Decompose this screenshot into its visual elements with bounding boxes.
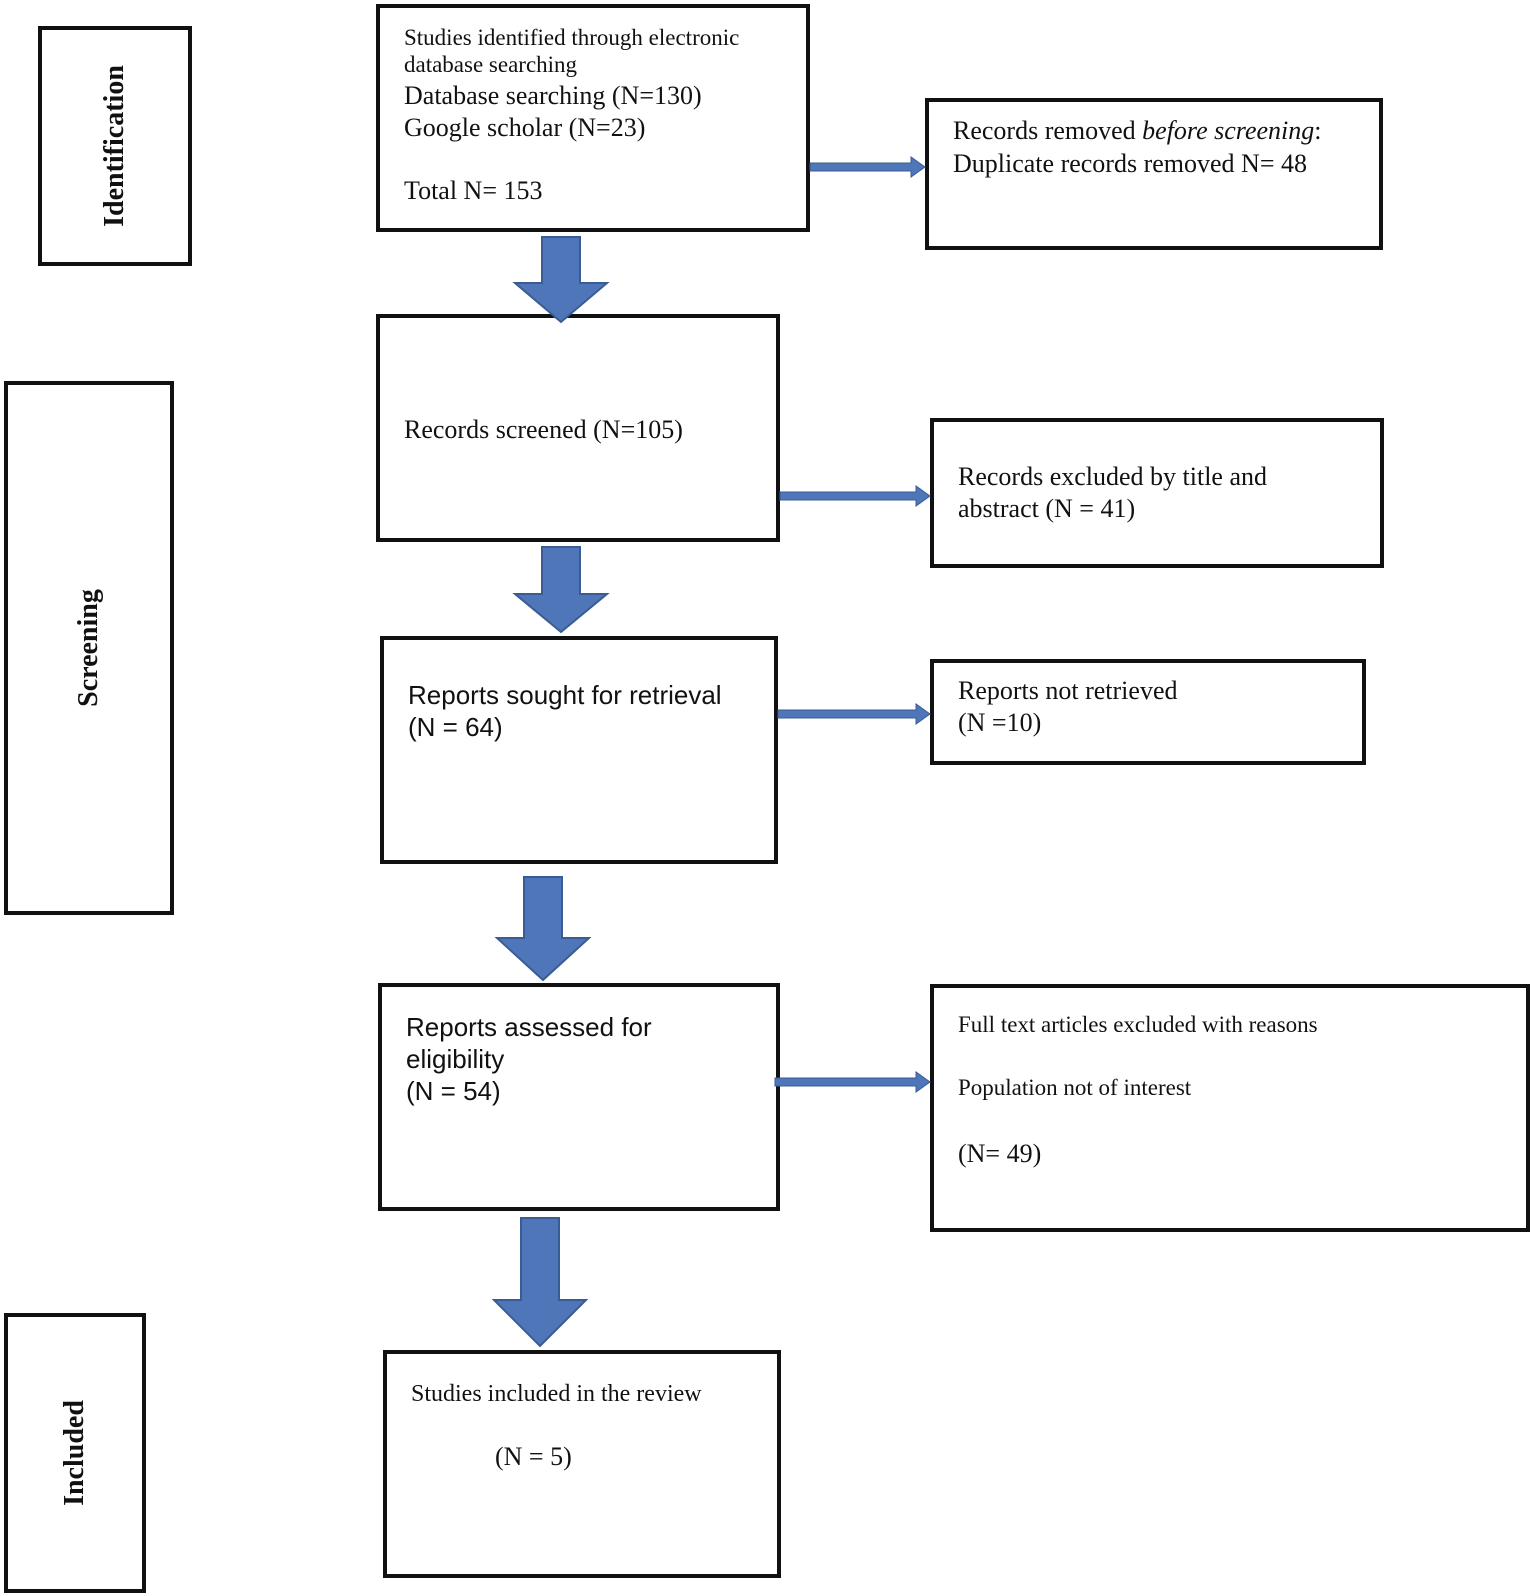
stage-identification-label: Identification (99, 65, 130, 227)
records-screened-box: Records screened (N=105) (376, 314, 780, 542)
records-removed-box: Records removed before screening: Duplic… (925, 98, 1383, 250)
reports-not-retrieved-line-2: (N =10) (958, 708, 1042, 737)
right-arrow-to-records-excluded (779, 485, 931, 507)
fulltext-excluded-line-1: Full text articles excluded with reasons (958, 1012, 1318, 1037)
reports-assessed-line-1: Reports assessed for (406, 1012, 652, 1042)
identified-line-5: Total N= 153 (404, 176, 543, 205)
right-arrow-to-records-removed (809, 156, 926, 178)
stage-identification-box: Identification (38, 26, 192, 266)
down-arrow-assessed-to-included (491, 1217, 589, 1348)
fulltext-excluded-line-2: Population not of interest (958, 1075, 1192, 1100)
reports-sought-box: Reports sought for retrieval (N = 64) (380, 636, 778, 864)
records-removed-line-1: Records removed before screening: (953, 116, 1321, 146)
reports-sought-line-1: Reports sought for retrieval (408, 680, 722, 710)
records-removed-suffix: : (1314, 116, 1322, 145)
stage-screening-box: Screening (4, 381, 174, 915)
identified-line-4: Google scholar (N=23) (404, 113, 646, 142)
studies-included-box: Studies included in the review (N = 5) (383, 1350, 781, 1578)
reports-not-retrieved-box: Reports not retrieved (N =10) (930, 659, 1366, 765)
records-removed-line-2: Duplicate records removed N= 48 (953, 149, 1307, 178)
studies-included-line-2: (N = 5) (495, 1442, 572, 1471)
records-excluded-line-2: abstract (N = 41) (958, 494, 1136, 523)
right-arrow-to-fulltext-excluded (774, 1071, 931, 1093)
identified-line-2: database searching (404, 52, 578, 77)
stage-screening-label: Screening (73, 589, 104, 707)
records-removed-emphasis: before screening (1142, 116, 1315, 145)
records-excluded-line-1: Records excluded by title and (958, 462, 1268, 491)
reports-not-retrieved-line-1: Reports not retrieved (958, 676, 1178, 705)
reports-assessed-line-3: (N = 54) (406, 1076, 501, 1106)
stage-included-label: Included (59, 1400, 90, 1506)
fulltext-excluded-line-3: (N= 49) (958, 1139, 1042, 1168)
records-removed-prefix: Records removed (953, 116, 1143, 145)
fulltext-excluded-box: Full text articles excluded with reasons… (930, 984, 1530, 1232)
reports-assessed-line-2: eligibility (406, 1044, 505, 1074)
down-arrow-identified-to-screened (512, 236, 610, 324)
studies-included-line-1: Studies included in the review (411, 1381, 702, 1407)
stage-included-box: Included (4, 1313, 146, 1593)
reports-sought-line-2: (N = 64) (408, 712, 503, 742)
down-arrow-screened-to-sought (512, 546, 610, 634)
reports-assessed-box: Reports assessed for eligibility (N = 54… (378, 983, 780, 1211)
records-excluded-box: Records excluded by title and abstract (… (930, 418, 1384, 568)
down-arrow-sought-to-assessed (494, 876, 592, 982)
right-arrow-to-not-retrieved (777, 703, 931, 725)
identified-line-3: Database searching (N=130) (404, 81, 702, 110)
identified-box: Studies identified through electronic da… (376, 4, 810, 232)
identified-line-1: Studies identified through electronic (404, 25, 740, 50)
records-screened-line-1: Records screened (N=105) (404, 415, 683, 444)
